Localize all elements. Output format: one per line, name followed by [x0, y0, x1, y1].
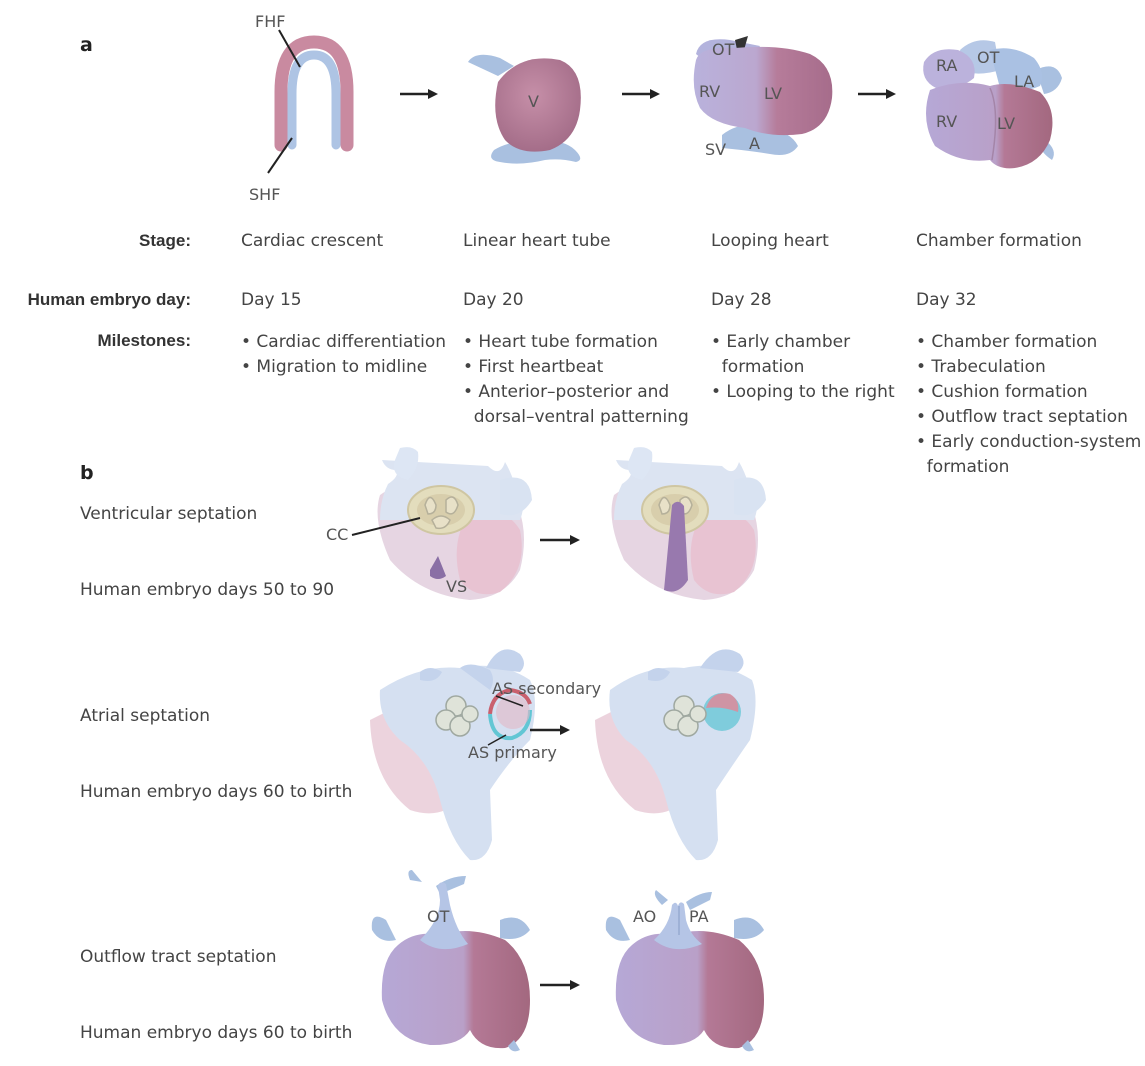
stage-linear-heart-tube: Linear heart tube	[463, 231, 611, 251]
stage-looping-heart: Looping heart	[711, 231, 829, 251]
ventricular-septation-title: Ventricular septation	[80, 504, 257, 524]
atrial-septation-days: Human embryo days 60 to birth	[80, 782, 352, 802]
outflow-septation-after-illustration	[606, 890, 764, 1051]
outflow-tract-septation-title: Outflow tract septation	[80, 947, 276, 967]
a-label: A	[749, 134, 760, 153]
outflow-tract-septation-days: Human embryo days 60 to birth	[80, 1023, 352, 1043]
milestones-col-3: • Early chamber formation • Looping to t…	[711, 330, 895, 405]
arrow-icon	[540, 980, 580, 990]
rv-label-chamber: RV	[936, 112, 957, 131]
arrow-icon	[858, 89, 896, 99]
atrial-septation-title: Atrial septation	[80, 706, 210, 726]
day-28: Day 28	[711, 290, 772, 310]
la-label: LA	[1014, 72, 1034, 91]
milestone-item: • Early chamber	[711, 330, 895, 355]
fhf-label: FHF	[255, 12, 285, 31]
row-label-day: Human embryo day:	[28, 290, 191, 310]
lv-label-chamber: LV	[997, 114, 1015, 133]
milestone-item: • Anterior–posterior and	[463, 380, 689, 405]
day-15: Day 15	[241, 290, 302, 310]
milestone-item: • Cardiac differentiation	[241, 330, 446, 355]
as-secondary-label: AS secondary	[492, 679, 601, 698]
linear-heart-tube-illustration	[468, 55, 581, 164]
day-32: Day 32	[916, 290, 977, 310]
cc-label: CC	[326, 525, 348, 544]
lv-label: LV	[764, 84, 782, 103]
ventricular-septation-before-illustration	[352, 447, 532, 600]
ra-label: RA	[936, 56, 957, 75]
milestone-item: • Early conduction-system	[916, 430, 1141, 455]
panel-a-letter: a	[80, 34, 93, 56]
milestones-col-2: • Heart tube formation • First heartbeat…	[463, 330, 689, 430]
milestone-item: dorsal–ventral patterning	[463, 405, 689, 430]
sv-label: SV	[705, 140, 726, 159]
milestone-item: • Cushion formation	[916, 380, 1141, 405]
ventricular-septation-after-illustration	[612, 447, 766, 600]
day-20: Day 20	[463, 290, 524, 310]
stage-cardiac-crescent: Cardiac crescent	[241, 231, 383, 251]
milestone-item: • Chamber formation	[916, 330, 1141, 355]
v-label: V	[528, 92, 539, 111]
ao-label: AO	[633, 907, 656, 926]
milestone-item: • Looping to the right	[711, 380, 895, 405]
cardiac-crescent-illustration	[268, 30, 347, 173]
milestone-item: • Migration to midline	[241, 355, 446, 380]
as-primary-label: AS primary	[468, 743, 557, 762]
arrow-icon	[540, 535, 580, 545]
vs-label: VS	[446, 577, 467, 596]
shf-label: SHF	[249, 185, 280, 204]
arrow-icon	[622, 89, 660, 99]
row-label-milestones: Milestones:	[97, 331, 191, 351]
arrow-icon	[400, 89, 438, 99]
ot-label: OT	[712, 40, 734, 59]
rv-label: RV	[699, 82, 720, 101]
panel-b-letter: b	[80, 462, 94, 484]
ventricular-septation-days: Human embryo days 50 to 90	[80, 580, 334, 600]
row-label-stage: Stage:	[139, 231, 191, 251]
milestone-item: • Trabeculation	[916, 355, 1141, 380]
milestone-item: formation	[711, 355, 895, 380]
milestone-item: • Heart tube formation	[463, 330, 689, 355]
arrow-icon	[530, 725, 570, 735]
milestones-col-4: • Chamber formation • Trabeculation • Cu…	[916, 330, 1141, 480]
ot-label-outflow: OT	[427, 907, 449, 926]
atrial-septation-after-illustration	[595, 649, 756, 860]
milestone-item: • Outflow tract septation	[916, 405, 1141, 430]
pa-label: PA	[689, 907, 709, 926]
milestone-item: • First heartbeat	[463, 355, 689, 380]
milestones-col-1: • Cardiac differentiation • Migration to…	[241, 330, 446, 380]
ot-label-chamber: OT	[977, 48, 999, 67]
outflow-septation-before-illustration	[372, 870, 530, 1051]
milestone-item: formation	[916, 455, 1141, 480]
stage-chamber-formation: Chamber formation	[916, 231, 1082, 251]
